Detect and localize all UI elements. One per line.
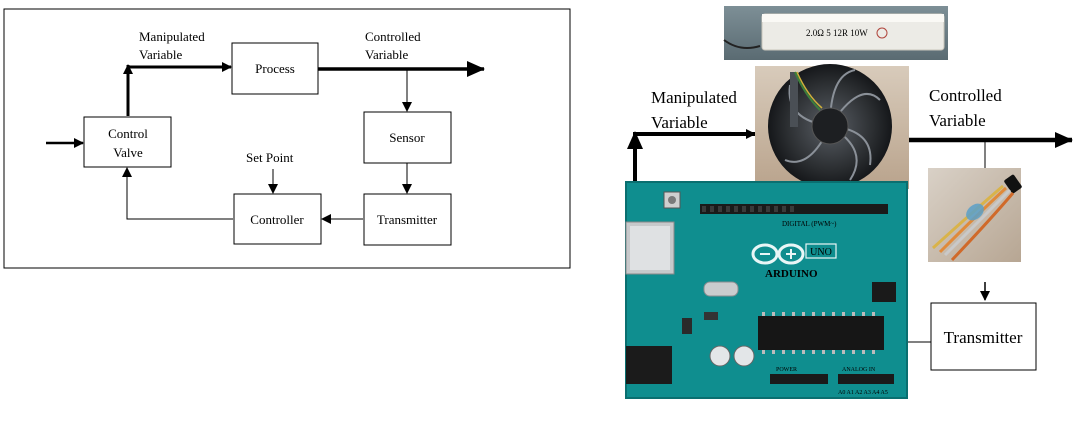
board-model-label: UNO <box>810 247 832 258</box>
power-header-label: POWER <box>776 367 797 373</box>
temperature-sensor-photo <box>928 168 1022 262</box>
process-block: Process <box>231 42 319 95</box>
transmitter-block: Transmitter <box>363 193 452 246</box>
board-brand-label: ARDUINO <box>765 268 818 280</box>
right-controlled-label-line2: Variable <box>929 111 986 130</box>
left-manipulated-label-line1: Manipulated <box>139 29 205 44</box>
right-transmitter-label: Transmitter <box>944 328 1023 347</box>
cpu-fan-photo <box>755 64 909 189</box>
analog-header-label: ANALOG IN <box>842 367 876 373</box>
transmitter-label: Transmitter <box>377 212 438 227</box>
sensor-label: Sensor <box>389 130 425 145</box>
controller-to-valve-arrow <box>122 167 233 220</box>
right-manipulated-label-line1: Manipulated <box>651 88 737 107</box>
right-transmitter-block: Transmitter <box>930 302 1037 371</box>
right-manipulated-label-line2: Variable <box>651 113 708 132</box>
digital-header-label: DIGITAL (PWM~) <box>782 220 837 228</box>
right-diagram: Manipulated Variable Controlled Variable… <box>625 6 1073 399</box>
arduino-board-photo: DIGITAL (PWM~) UNO ARDUINO <box>625 181 908 399</box>
resistor-label: 2.0Ω 5 12R 10W <box>806 28 868 38</box>
left-controlled-label-line1: Controlled <box>365 29 421 44</box>
control-valve-block: Control Valve <box>83 116 172 168</box>
set-point-label: Set Point <box>246 150 294 165</box>
right-manipulated-arrow <box>633 129 756 182</box>
left-diagram: Process Control Valve Sensor Transmitter… <box>3 8 571 269</box>
controller-block: Controller <box>233 193 322 245</box>
analog-pins-label: A0 A1 A2 A3 A4 A5 <box>838 390 888 396</box>
arduino-logo <box>751 243 805 265</box>
control-valve-label-line1: Control <box>108 126 148 141</box>
sensor-block: Sensor <box>363 111 452 164</box>
right-controlled-label-line1: Controlled <box>929 86 1002 105</box>
process-label: Process <box>255 61 295 76</box>
control-valve-label-line2: Valve <box>113 145 143 160</box>
resistor-photo: 2.0Ω 5 12R 10W <box>723 6 948 60</box>
left-manipulated-label-line2: Variable <box>139 47 183 62</box>
left-controlled-label-line2: Variable <box>365 47 409 62</box>
controller-label: Controller <box>250 212 304 227</box>
